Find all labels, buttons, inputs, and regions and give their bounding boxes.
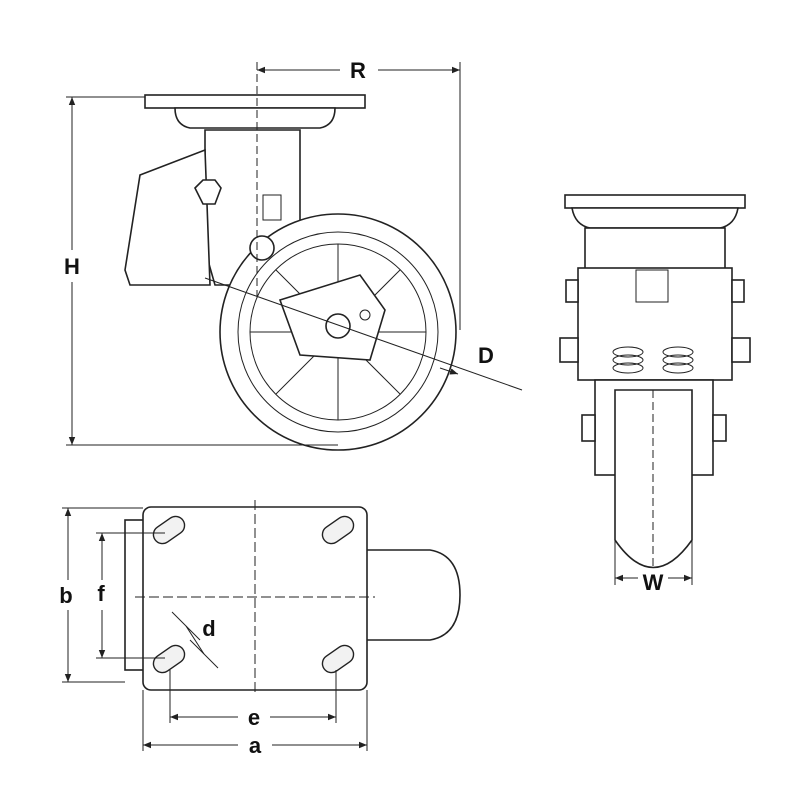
- front-housing: [584, 227, 726, 274]
- axle-nut: [325, 313, 351, 339]
- label-b: b: [59, 583, 72, 608]
- front-bearing: [571, 207, 739, 229]
- wheel-rim: [237, 231, 439, 433]
- hex-nut: [194, 179, 222, 205]
- d-dim-line: [185, 625, 205, 655]
- front-view: W: [559, 194, 751, 595]
- front-fork: [577, 267, 733, 381]
- label-H: H: [64, 254, 80, 279]
- pivot-nut: [249, 235, 275, 261]
- front-slot: [635, 269, 669, 303]
- swivel-bearing: [174, 107, 336, 129]
- label-e: e: [248, 705, 260, 730]
- label-D: D: [478, 343, 494, 368]
- front-top-plate: [564, 194, 746, 209]
- bottom-view: b f d e a: [59, 500, 461, 758]
- slot: [262, 194, 282, 221]
- bottom-wheel: [364, 549, 461, 641]
- springs: [612, 346, 694, 374]
- bolts: [559, 279, 751, 442]
- label-W: W: [643, 570, 664, 595]
- d-diameter-line: [204, 277, 523, 391]
- label-R: R: [350, 58, 366, 83]
- top-plate: [144, 94, 366, 109]
- axle-hole: [359, 309, 371, 321]
- side-view: R H D: [64, 58, 523, 451]
- mounting-slots: [152, 515, 355, 674]
- shock-arm: [124, 148, 211, 286]
- d-arrow: [439, 367, 459, 375]
- label-a: a: [249, 733, 262, 758]
- label-f: f: [97, 581, 105, 606]
- label-d: d: [202, 616, 215, 641]
